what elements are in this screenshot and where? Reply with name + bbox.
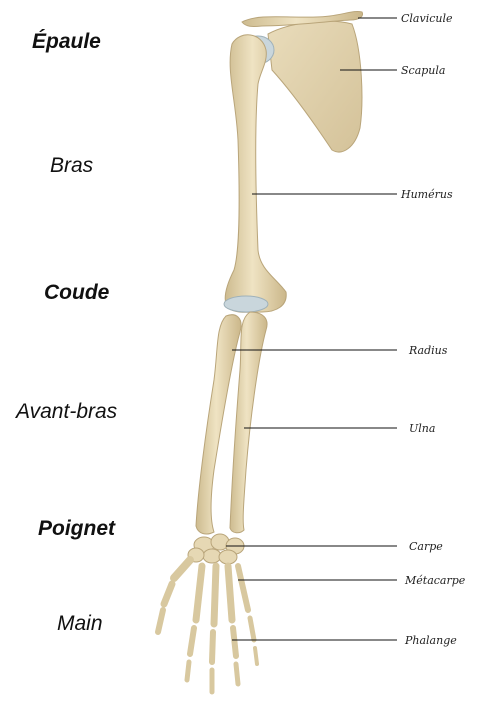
ring-finger-bones — [228, 566, 238, 684]
thumb-bones — [158, 560, 190, 632]
label-phalange: Phalange — [404, 634, 457, 647]
index-finger-bones — [187, 566, 202, 680]
scapula-bone — [268, 21, 362, 152]
label-clavicle: Clavicule — [401, 12, 453, 25]
carpal-bones — [188, 534, 244, 564]
elbow-cartilage — [224, 296, 268, 312]
middle-finger-bones — [212, 566, 216, 692]
label-humerus: Humérus — [400, 188, 453, 201]
label-carpe: Carpe — [409, 540, 443, 553]
label-radius: Radius — [408, 344, 448, 357]
label-ulna: Ulna — [409, 422, 435, 435]
little-finger-bones — [238, 566, 257, 664]
label-scapula: Scapula — [401, 64, 445, 77]
label-metacarpe: Métacarpe — [404, 574, 466, 587]
